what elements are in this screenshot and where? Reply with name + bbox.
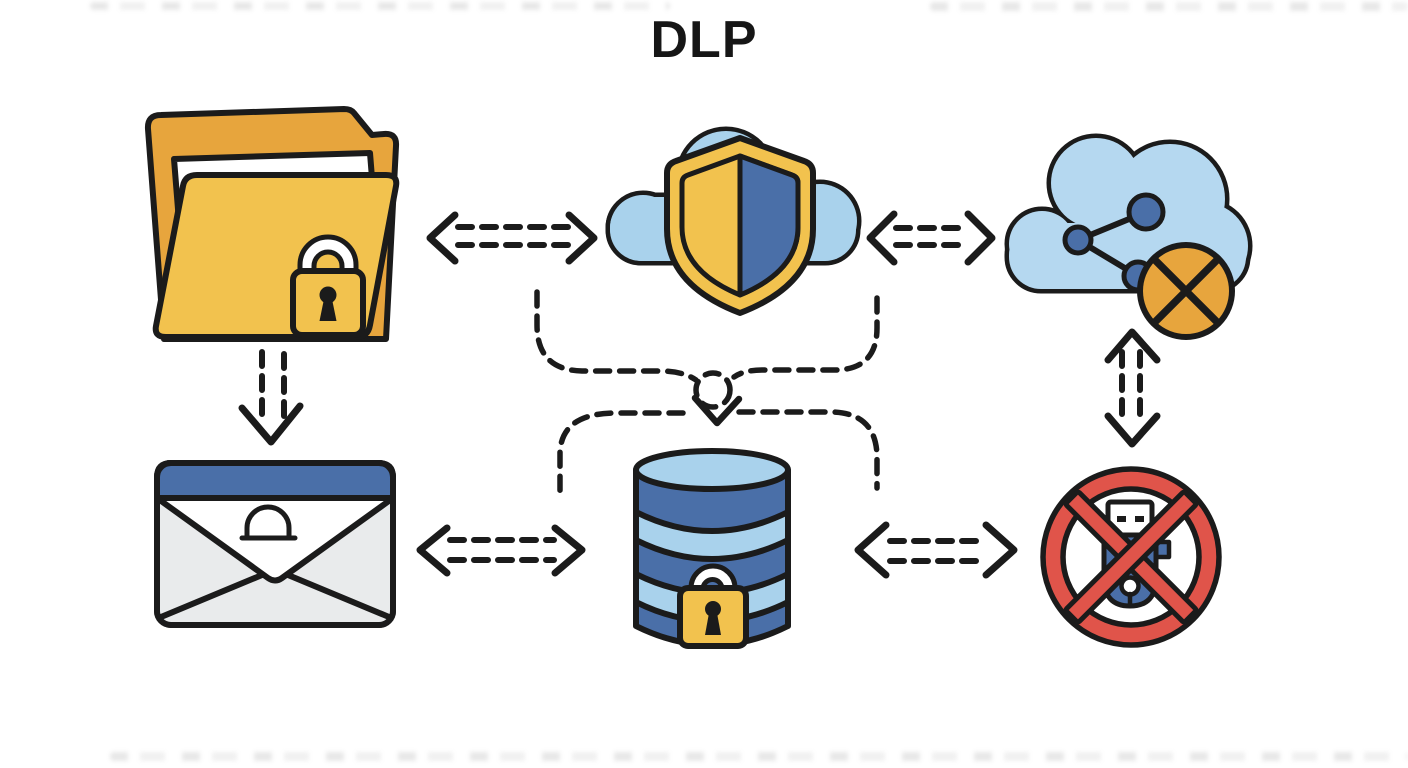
dashed-double-arrow-icon [854, 521, 1018, 579]
connector-database-usb [854, 518, 1020, 582]
cloud-share-block-icon [1004, 133, 1253, 340]
dashed-down-arrow-icon [238, 349, 304, 446]
padlock-icon [290, 234, 366, 338]
connector-shield-cloud [866, 206, 996, 268]
connector-folder-envelope [234, 348, 304, 448]
node-dlp-shield [598, 125, 880, 321]
node-usb-blocked [1038, 462, 1228, 652]
diagram-title: DLP [650, 11, 758, 69]
dashed-double-arrow-vertical-icon [1104, 328, 1161, 448]
shield-icon [664, 135, 816, 316]
node-email-envelope [152, 458, 398, 630]
dashed-merge-arrow-icon [534, 289, 880, 498]
database-lock-icon [633, 448, 791, 649]
block-circle-icon [1137, 242, 1235, 340]
connector-shield-database-curves [520, 270, 900, 515]
no-usb-icon [1040, 466, 1222, 648]
folder-lock-icon [144, 106, 400, 342]
lock-glyph-icon [239, 504, 298, 541]
prohibition-sign-icon [1040, 466, 1222, 648]
dashed-double-arrow-icon [866, 210, 996, 266]
node-cloud-share-blocked [998, 120, 1254, 346]
connector-cloud-usb [1102, 326, 1162, 450]
node-database-lock [628, 448, 796, 658]
envelope-icon [154, 460, 396, 628]
node-locked-folder [140, 103, 402, 345]
edge-artifact-top-left [90, 2, 670, 10]
edge-artifact-bottom [110, 752, 1408, 761]
envelope-lock-icon [154, 460, 396, 628]
connector-envelope-database [416, 512, 588, 578]
connector-folder-shield [426, 208, 598, 268]
padlock-icon [677, 563, 749, 649]
edge-artifact-top-right [930, 2, 1408, 11]
shield-cloud-icon [605, 126, 862, 316]
database-icon [633, 448, 791, 648]
dashed-double-arrow-icon [416, 524, 586, 577]
dashed-double-arrow-icon [426, 211, 598, 265]
